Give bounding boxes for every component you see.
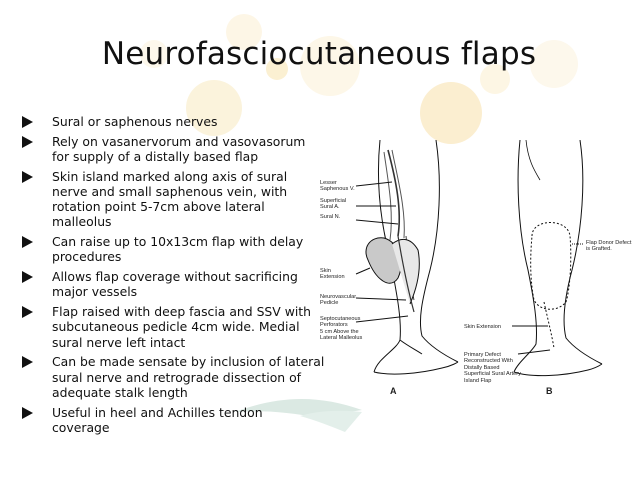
right-triangle-icon <box>22 306 33 319</box>
label-lesser-saphenous-vein: Lesser Saphenous V. <box>320 180 355 193</box>
label-skin-extension-b: Skin Extension <box>464 324 502 330</box>
bullet-item: Sural or saphenous nerves <box>22 114 332 129</box>
bullet-item: Skin island marked along axis of sural n… <box>22 169 332 230</box>
right-triangle-icon <box>22 170 33 183</box>
right-triangle-icon <box>22 236 33 249</box>
right-triangle-icon <box>22 116 33 128</box>
label-primary-defect: Primary Defect Reconstructed With Distal… <box>464 352 521 384</box>
label-neurovascular-pedicle: Neurovascular Pedicle <box>320 294 357 307</box>
decor-circle <box>140 40 168 68</box>
right-triangle-icon <box>22 406 33 419</box>
right-triangle-icon <box>22 271 33 284</box>
label-superficial-sural-artery: Superficial Sural A. <box>320 198 347 211</box>
decor-circle <box>530 40 578 88</box>
bullet-item: Flap raised with deep fascia and SSV wit… <box>22 304 332 350</box>
decor-circle <box>266 58 288 80</box>
label-flap-donor-defect: Flap Donor Defect is Grafted. <box>586 240 632 253</box>
bullet-item: Can be made sensate by inclusion of late… <box>22 354 332 400</box>
leg-drawing <box>355 140 603 377</box>
decor-circle <box>186 80 242 136</box>
label-sural-nerve: Sural N. <box>320 214 341 220</box>
bullet-list: Sural or saphenous nerves Rely on vasane… <box>22 114 332 440</box>
bullet-item: Can raise up to 10x13cm flap with delay … <box>22 234 332 264</box>
bullet-item: Useful in heel and Achilles tendon cover… <box>22 405 332 435</box>
decor-circle <box>420 82 482 144</box>
panel-label-a: A <box>390 386 397 396</box>
slide-title: Neurofasciocutaneous flaps <box>101 36 537 72</box>
decor-circle <box>300 36 360 96</box>
right-triangle-icon <box>22 135 33 148</box>
flap-illustration: Lesser Saphenous V. Superficial Sural A.… <box>318 140 636 402</box>
label-septocutaneous-perforators: Septocutaneous Perforators 5 cm Above th… <box>320 316 363 342</box>
panel-label-b: B <box>546 386 553 396</box>
right-triangle-icon <box>22 356 33 369</box>
bullet-item: Allows flap coverage without sacrificing… <box>22 269 332 299</box>
decor-circle <box>480 64 510 94</box>
label-skin-extension: Skin Extension <box>320 268 345 281</box>
decor-circle <box>226 14 262 50</box>
bullet-item: Rely on vasanervorum and vasovasorum for… <box>22 134 332 164</box>
